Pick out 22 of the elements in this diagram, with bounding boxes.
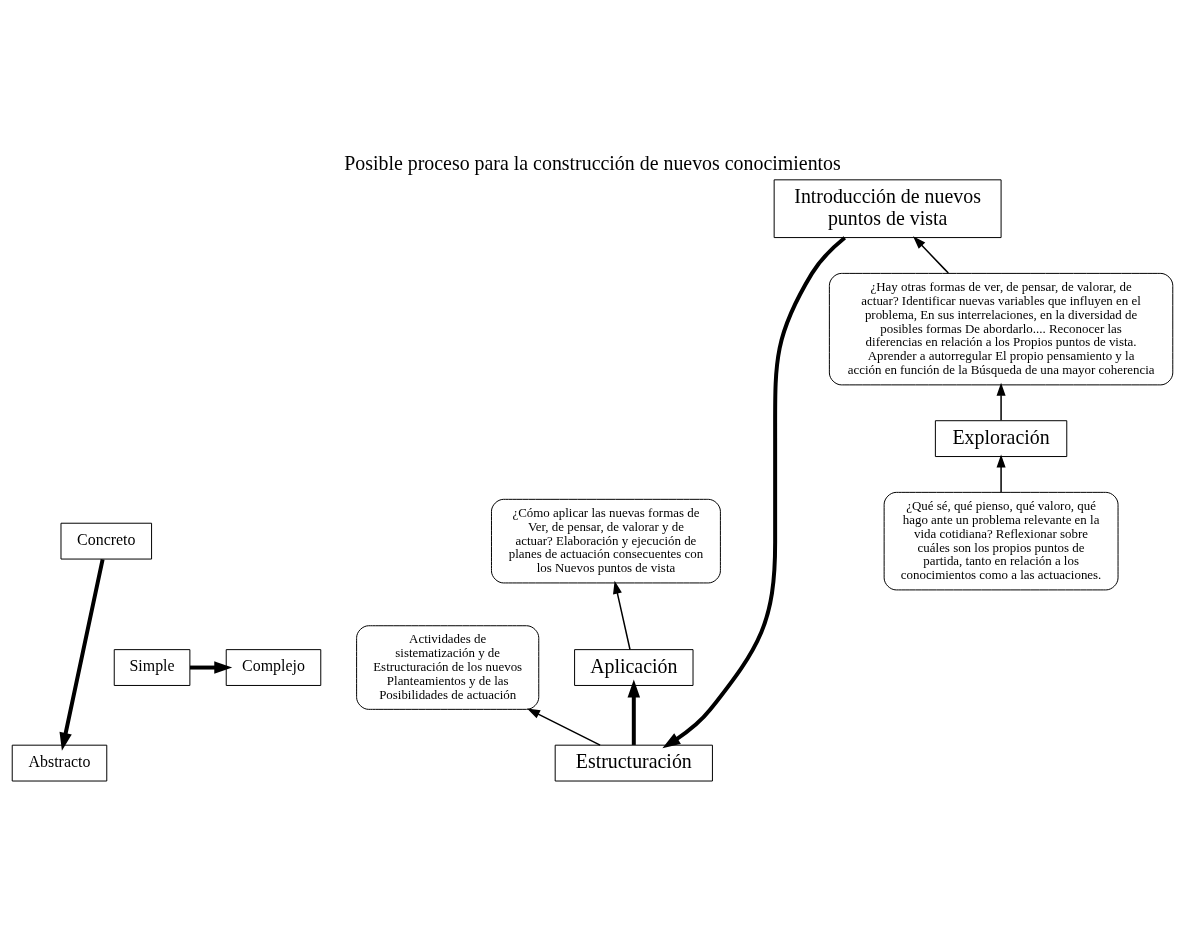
node-box: ¿Qué sé, qué pienso, qué valoro, qué hago ante un problema relevante en la vida cotidiana? Reflexionar sobre cuáles son los propios puntos de partida, tanto en relación a los conocimientos como a las actuaciones. [883, 491, 1119, 591]
arrow [190, 661, 233, 674]
arrow [613, 580, 631, 651]
arrow [59, 558, 105, 751]
node-box: ¿Hay otras formas de ver, de pensar, de valorar, de actuar? Identificar nuevas variables que influyen en el problema, En sus interrelaciones, en la diversidad de posibles formas De abordarlo.... Reconocer las diferencias en relación a los Propios puntos de vista. Aprender a autorregular El propio pensamiento y la acción en función de la Búsqueda de una mayor coherencia [828, 272, 1174, 386]
arrow [913, 236, 950, 274]
node-box: Introducción de nuevos puntos de vista [773, 179, 1002, 239]
diagram-title: Posible proceso para la construcción de nuevos conocimientos [344, 151, 841, 174]
arrow [527, 708, 601, 746]
arrow [627, 679, 641, 745]
node-box: Complejo [225, 649, 322, 686]
node-box: Estructuración [554, 744, 713, 782]
node-box: Aplicación [574, 649, 694, 686]
node-box: Exploración [934, 420, 1068, 458]
arrow [996, 454, 1006, 493]
node-box: Abstracto [11, 744, 108, 782]
node-box: Simple [113, 649, 191, 686]
arrow [662, 236, 847, 749]
node-box: Actividades de sistematización y de Estructuración de los nuevos Planteamientos y de las Posibilidades de actuación [356, 625, 540, 710]
node-box: Concreto [60, 522, 153, 560]
arrow [996, 382, 1006, 422]
node-box: ¿Cómo aplicar las nuevas formas de Ver, de pensar, de valorar y de actuar? Elaboración y ejecución de planes de actuación consecuentes con los Nuevos puntos de vista [490, 498, 721, 584]
